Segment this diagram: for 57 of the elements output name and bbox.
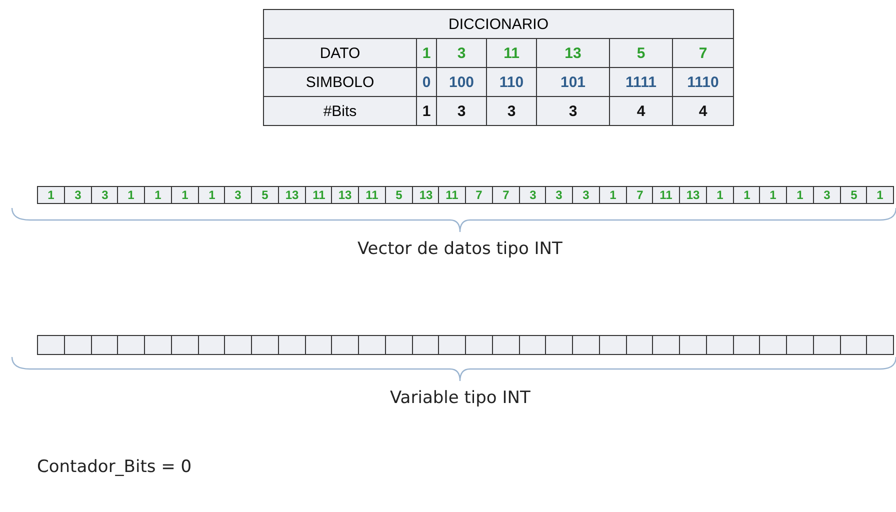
array-cell: 13 (679, 186, 707, 204)
table-cell: 100 (436, 67, 487, 97)
table-header-cell: DICCIONARIO (263, 9, 734, 39)
array-cell: 13 (412, 186, 440, 204)
array-cell: 3 (64, 186, 92, 204)
array-cell: 3 (572, 186, 600, 204)
array-cell: 7 (465, 186, 493, 204)
array-cell: 1 (117, 186, 145, 204)
array-cell: 11 (358, 186, 386, 204)
array-cell: 7 (626, 186, 654, 204)
array-cell: 1 (171, 186, 199, 204)
array-cell: 1 (144, 186, 172, 204)
row-header-cell: SIMBOLO (263, 67, 417, 97)
array-cell: 1 (759, 186, 787, 204)
table-cell: 11 (486, 38, 537, 68)
table-cell: 13 (536, 38, 610, 68)
bracket-caption: Variable tipo INT (390, 388, 530, 408)
array-cell: 1 (706, 186, 734, 204)
array-cell: 13 (278, 186, 306, 204)
table-cell: 4 (672, 96, 734, 126)
table-cell: 3 (486, 96, 537, 126)
table-cell: 3 (436, 38, 487, 68)
table-cell: 5 (609, 38, 673, 68)
array-cell: 13 (331, 186, 359, 204)
array-cell: 7 (492, 186, 520, 204)
bracket-caption: Vector de datos tipo INT (358, 239, 562, 259)
array-cell: 3 (224, 186, 252, 204)
array-cell: 3 (91, 186, 119, 204)
table-cell: 1111 (609, 67, 673, 97)
array-cell: 5 (385, 186, 413, 204)
array-cell: 1 (786, 186, 814, 204)
table-cell: 0 (416, 67, 437, 97)
array-cell: 3 (813, 186, 841, 204)
table-cell: 7 (672, 38, 734, 68)
array-cell: 5 (840, 186, 868, 204)
row-header-cell: #Bits (263, 96, 417, 126)
table-cell: 101 (536, 67, 610, 97)
array-cell: 1 (599, 186, 627, 204)
array-cell: 11 (652, 186, 680, 204)
table-cell: 3 (536, 96, 610, 126)
row-header-cell: DATO (263, 38, 417, 68)
array-cell: 5 (251, 186, 279, 204)
array-cell: 11 (305, 186, 333, 204)
counter-text: Contador_Bits = 0 (37, 457, 192, 477)
table-cell: 1 (416, 38, 437, 68)
table-cell: 3 (436, 96, 487, 126)
table-cell: 1110 (672, 67, 734, 97)
table-cell: 4 (609, 96, 673, 126)
array-cell: 3 (519, 186, 547, 204)
array-cell: 1 (733, 186, 761, 204)
array-cell: 1 (198, 186, 226, 204)
table-cell: 110 (486, 67, 537, 97)
array-cell: 1 (866, 186, 894, 204)
array-cell: 3 (545, 186, 573, 204)
table-cell: 1 (416, 96, 437, 126)
array-cell: 11 (438, 186, 466, 204)
array-cell: 1 (37, 186, 65, 204)
